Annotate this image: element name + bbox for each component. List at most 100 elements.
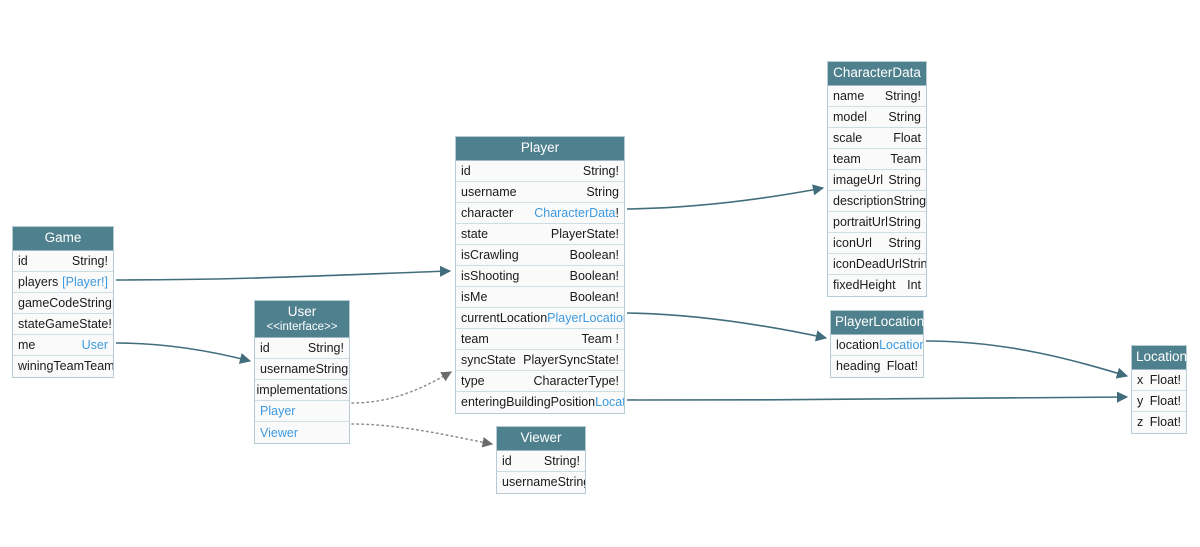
field-type: GameState! <box>45 316 112 331</box>
field-name: model <box>833 109 868 124</box>
edge-user-implements-viewer <box>351 423 494 448</box>
entity-title-game: Game <box>44 230 82 245</box>
field-type: CharacterType! <box>533 373 619 388</box>
field-type: Int <box>907 278 921 293</box>
field-name: players <box>18 274 59 289</box>
field-row[interactable]: name String! <box>828 85 926 107</box>
field-type: String <box>888 109 921 124</box>
field-row[interactable]: enteringBuildingPositionLocation <box>456 391 624 413</box>
field-name: isShooting <box>461 268 520 283</box>
field-type: CharacterData! <box>534 205 619 220</box>
field-row[interactable]: iconDeadUrlString <box>828 253 926 275</box>
field-name: me <box>18 337 36 352</box>
entity-header-user: User <<interface>> <box>255 301 349 339</box>
entity-header-location: Location <box>1132 346 1187 370</box>
field-row[interactable]: implementations <box>255 380 349 402</box>
field-row[interactable]: type CharacterType! <box>456 370 624 392</box>
field-name: enteringBuildingPosition <box>461 395 596 410</box>
field-type: PlayerState! <box>550 226 619 241</box>
field-name: x <box>1137 372 1144 387</box>
field-type: Boolean! <box>569 247 619 262</box>
field-type: Boolean! <box>569 268 619 283</box>
entity-header-player: Player <box>456 137 624 161</box>
field-name: team <box>833 151 861 166</box>
field-name: imageUrl <box>833 172 884 187</box>
edge-game-players-to-player <box>115 265 452 281</box>
field-row[interactable]: Viewer <box>255 422 349 444</box>
field-type: Boolean! <box>569 289 619 304</box>
edge-game-me-to-user <box>115 342 252 364</box>
field-type: PlayerSyncState! <box>523 352 619 367</box>
field-name: fixedHeight <box>833 278 896 293</box>
field-name: type <box>461 373 485 388</box>
field-name: id <box>18 253 28 268</box>
field-row[interactable]: fixedHeight Int <box>828 274 926 296</box>
field-row[interactable]: model String <box>828 106 926 128</box>
entity-title-playerlocation: PlayerLocation <box>835 314 925 329</box>
field-row[interactable]: Player <box>255 401 349 423</box>
field-type: String! <box>884 88 921 103</box>
field-name: Player <box>260 404 296 419</box>
field-name: description <box>833 193 894 208</box>
field-type: PlayerLocation! <box>547 310 624 325</box>
field-type: String <box>315 362 349 377</box>
field-name: state <box>18 316 46 331</box>
field-row[interactable]: id String! <box>13 250 113 272</box>
field-name: isMe <box>461 289 488 304</box>
edge-user-implements-player <box>351 371 452 404</box>
field-row[interactable]: players[Player!] <box>13 271 113 293</box>
field-type: String! <box>71 253 108 268</box>
field-name: name <box>833 88 865 103</box>
field-type: Team ! <box>581 331 619 346</box>
field-name: username <box>461 184 517 199</box>
field-name: portraitUrl <box>833 214 888 229</box>
field-row[interactable]: isMe Boolean! <box>456 286 624 308</box>
entity-playerlocation[interactable]: PlayerLocation locationLocation!headingF… <box>830 310 924 378</box>
field-type: String <box>557 475 585 490</box>
field-type: String! <box>79 295 113 310</box>
field-type: Float! <box>1149 393 1181 408</box>
field-row[interactable]: isShooting Boolean! <box>456 265 624 287</box>
field-name: location <box>836 337 880 352</box>
field-name: username <box>502 475 558 490</box>
field-name: iconUrl <box>833 235 872 250</box>
field-name: z <box>1137 415 1144 430</box>
field-type: Float <box>893 130 921 145</box>
